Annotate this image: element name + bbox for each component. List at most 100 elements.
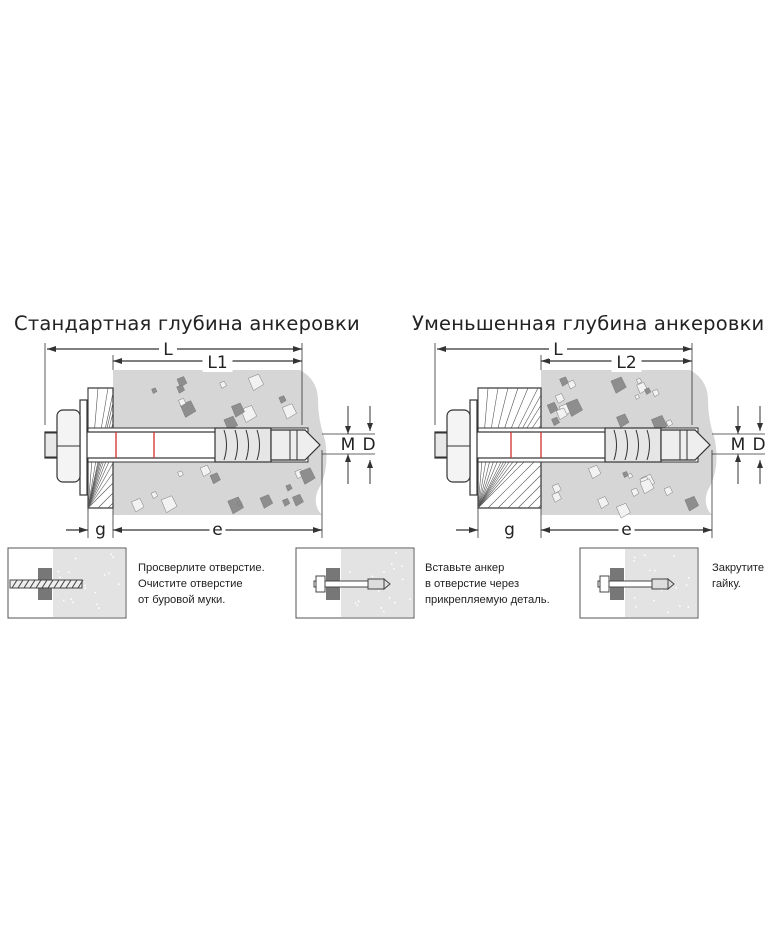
aggregate-light <box>663 486 673 497</box>
aggregate-dark <box>684 495 700 512</box>
drill-flute <box>23 579 30 589</box>
step-2-line: прикрепляемую деталь. <box>425 594 550 606</box>
label-bg <box>549 341 567 359</box>
aggregate-dark <box>231 402 245 418</box>
aggregate-dark <box>236 500 243 507</box>
aggregate-dark <box>223 415 239 432</box>
drill-flute <box>11 579 18 589</box>
label-bg <box>618 521 635 539</box>
aggregate-light <box>630 487 640 497</box>
sleeve-slot <box>635 429 639 461</box>
step-speck <box>377 590 380 592</box>
aggregate-dark <box>546 401 559 415</box>
step-speck <box>632 560 635 562</box>
aggregate-dark <box>610 376 627 394</box>
step-3-illustration <box>579 547 699 619</box>
aggregate-light <box>639 478 655 495</box>
sleeve-slot <box>223 429 227 461</box>
aggregate-dark <box>282 498 291 507</box>
step-speck <box>70 598 72 600</box>
label-bg <box>611 354 642 372</box>
aggregate-light <box>178 398 187 407</box>
hatch-line <box>107 502 114 509</box>
step-speck <box>84 587 87 590</box>
dim-md-arrows <box>735 426 741 462</box>
drill-bit <box>9 579 83 589</box>
label-L: L <box>553 340 563 360</box>
title-standard-depth: Стандартная глубина анкеровки <box>14 312 360 335</box>
sleeve-slot <box>234 429 238 461</box>
step-2-line: Вставьте анкер <box>425 562 505 574</box>
step-1-line: от буровой муки. <box>138 594 226 606</box>
step-2-illustration <box>295 547 415 619</box>
step-speck <box>380 607 383 609</box>
hatch-line <box>87 482 114 509</box>
aggregate-dark <box>179 400 197 418</box>
drill-flute <box>53 579 60 589</box>
step-speck <box>653 599 655 602</box>
label-g: g <box>504 520 515 540</box>
aggregate-dark <box>616 413 630 428</box>
step-speck <box>394 551 397 554</box>
washer <box>469 399 478 496</box>
step-speck <box>382 610 385 613</box>
aggregate-light <box>131 498 145 513</box>
step-speck <box>108 572 110 574</box>
step-speck <box>67 571 70 574</box>
step-speck <box>401 565 403 567</box>
step-speck <box>654 569 656 572</box>
aggregate-dark <box>644 387 652 395</box>
step-speck <box>673 554 675 557</box>
aggregate-light <box>597 496 610 509</box>
hatch-line <box>487 454 542 509</box>
expansion-sleeve <box>214 427 272 463</box>
aggregate-dark <box>292 493 304 507</box>
step-speck <box>112 556 115 559</box>
step-speck <box>74 557 77 560</box>
aggregate-light <box>248 373 264 391</box>
hatch-line <box>527 494 542 509</box>
aggregate-light <box>240 405 258 423</box>
aggregate-light <box>150 491 159 499</box>
step-speck <box>633 596 636 599</box>
step-speck <box>95 603 98 606</box>
drill-flute <box>35 579 42 589</box>
aggregate-dark <box>151 387 158 395</box>
step-speck <box>390 562 393 565</box>
aggregate-dark <box>551 416 560 427</box>
aggregate-dark <box>176 376 188 388</box>
step-1-line: Очистите отверстие <box>138 578 243 590</box>
step-speck <box>633 556 636 559</box>
label-e: e <box>621 520 631 540</box>
step-speck <box>392 567 395 570</box>
hatch-line <box>517 484 542 509</box>
step-speck <box>648 569 651 572</box>
step-speck <box>408 598 411 600</box>
anchor-nut <box>599 575 610 593</box>
sleeve-slot <box>646 429 650 461</box>
step-1-line: Просверлите отверстие. <box>138 562 265 574</box>
sleeve-slot <box>613 429 617 461</box>
aggregate-dark <box>559 376 569 387</box>
step-speck <box>667 611 669 614</box>
hatch-line <box>87 462 114 509</box>
anchor-nut <box>315 575 326 593</box>
aggregate-light <box>665 419 673 428</box>
hatch-line <box>537 504 542 509</box>
aggregate-light <box>588 464 602 479</box>
dim-md-arrows <box>345 426 351 462</box>
anchor-cone <box>660 429 711 461</box>
aggregate-dark <box>285 483 293 492</box>
step-speck <box>356 604 359 607</box>
step-speck <box>678 605 681 608</box>
aggregate-light <box>636 377 642 385</box>
label-Lsub: L2 <box>616 353 636 373</box>
aggregate-light <box>177 470 184 478</box>
step-3-text: Закрутите гайку. <box>712 560 764 592</box>
expansion-sleeve <box>604 427 662 463</box>
aggregate-light <box>551 483 562 494</box>
washer <box>79 399 88 496</box>
step-1-text: Просверлите отверстие. Очистите отверсти… <box>138 560 265 608</box>
hatch-line <box>507 474 542 509</box>
